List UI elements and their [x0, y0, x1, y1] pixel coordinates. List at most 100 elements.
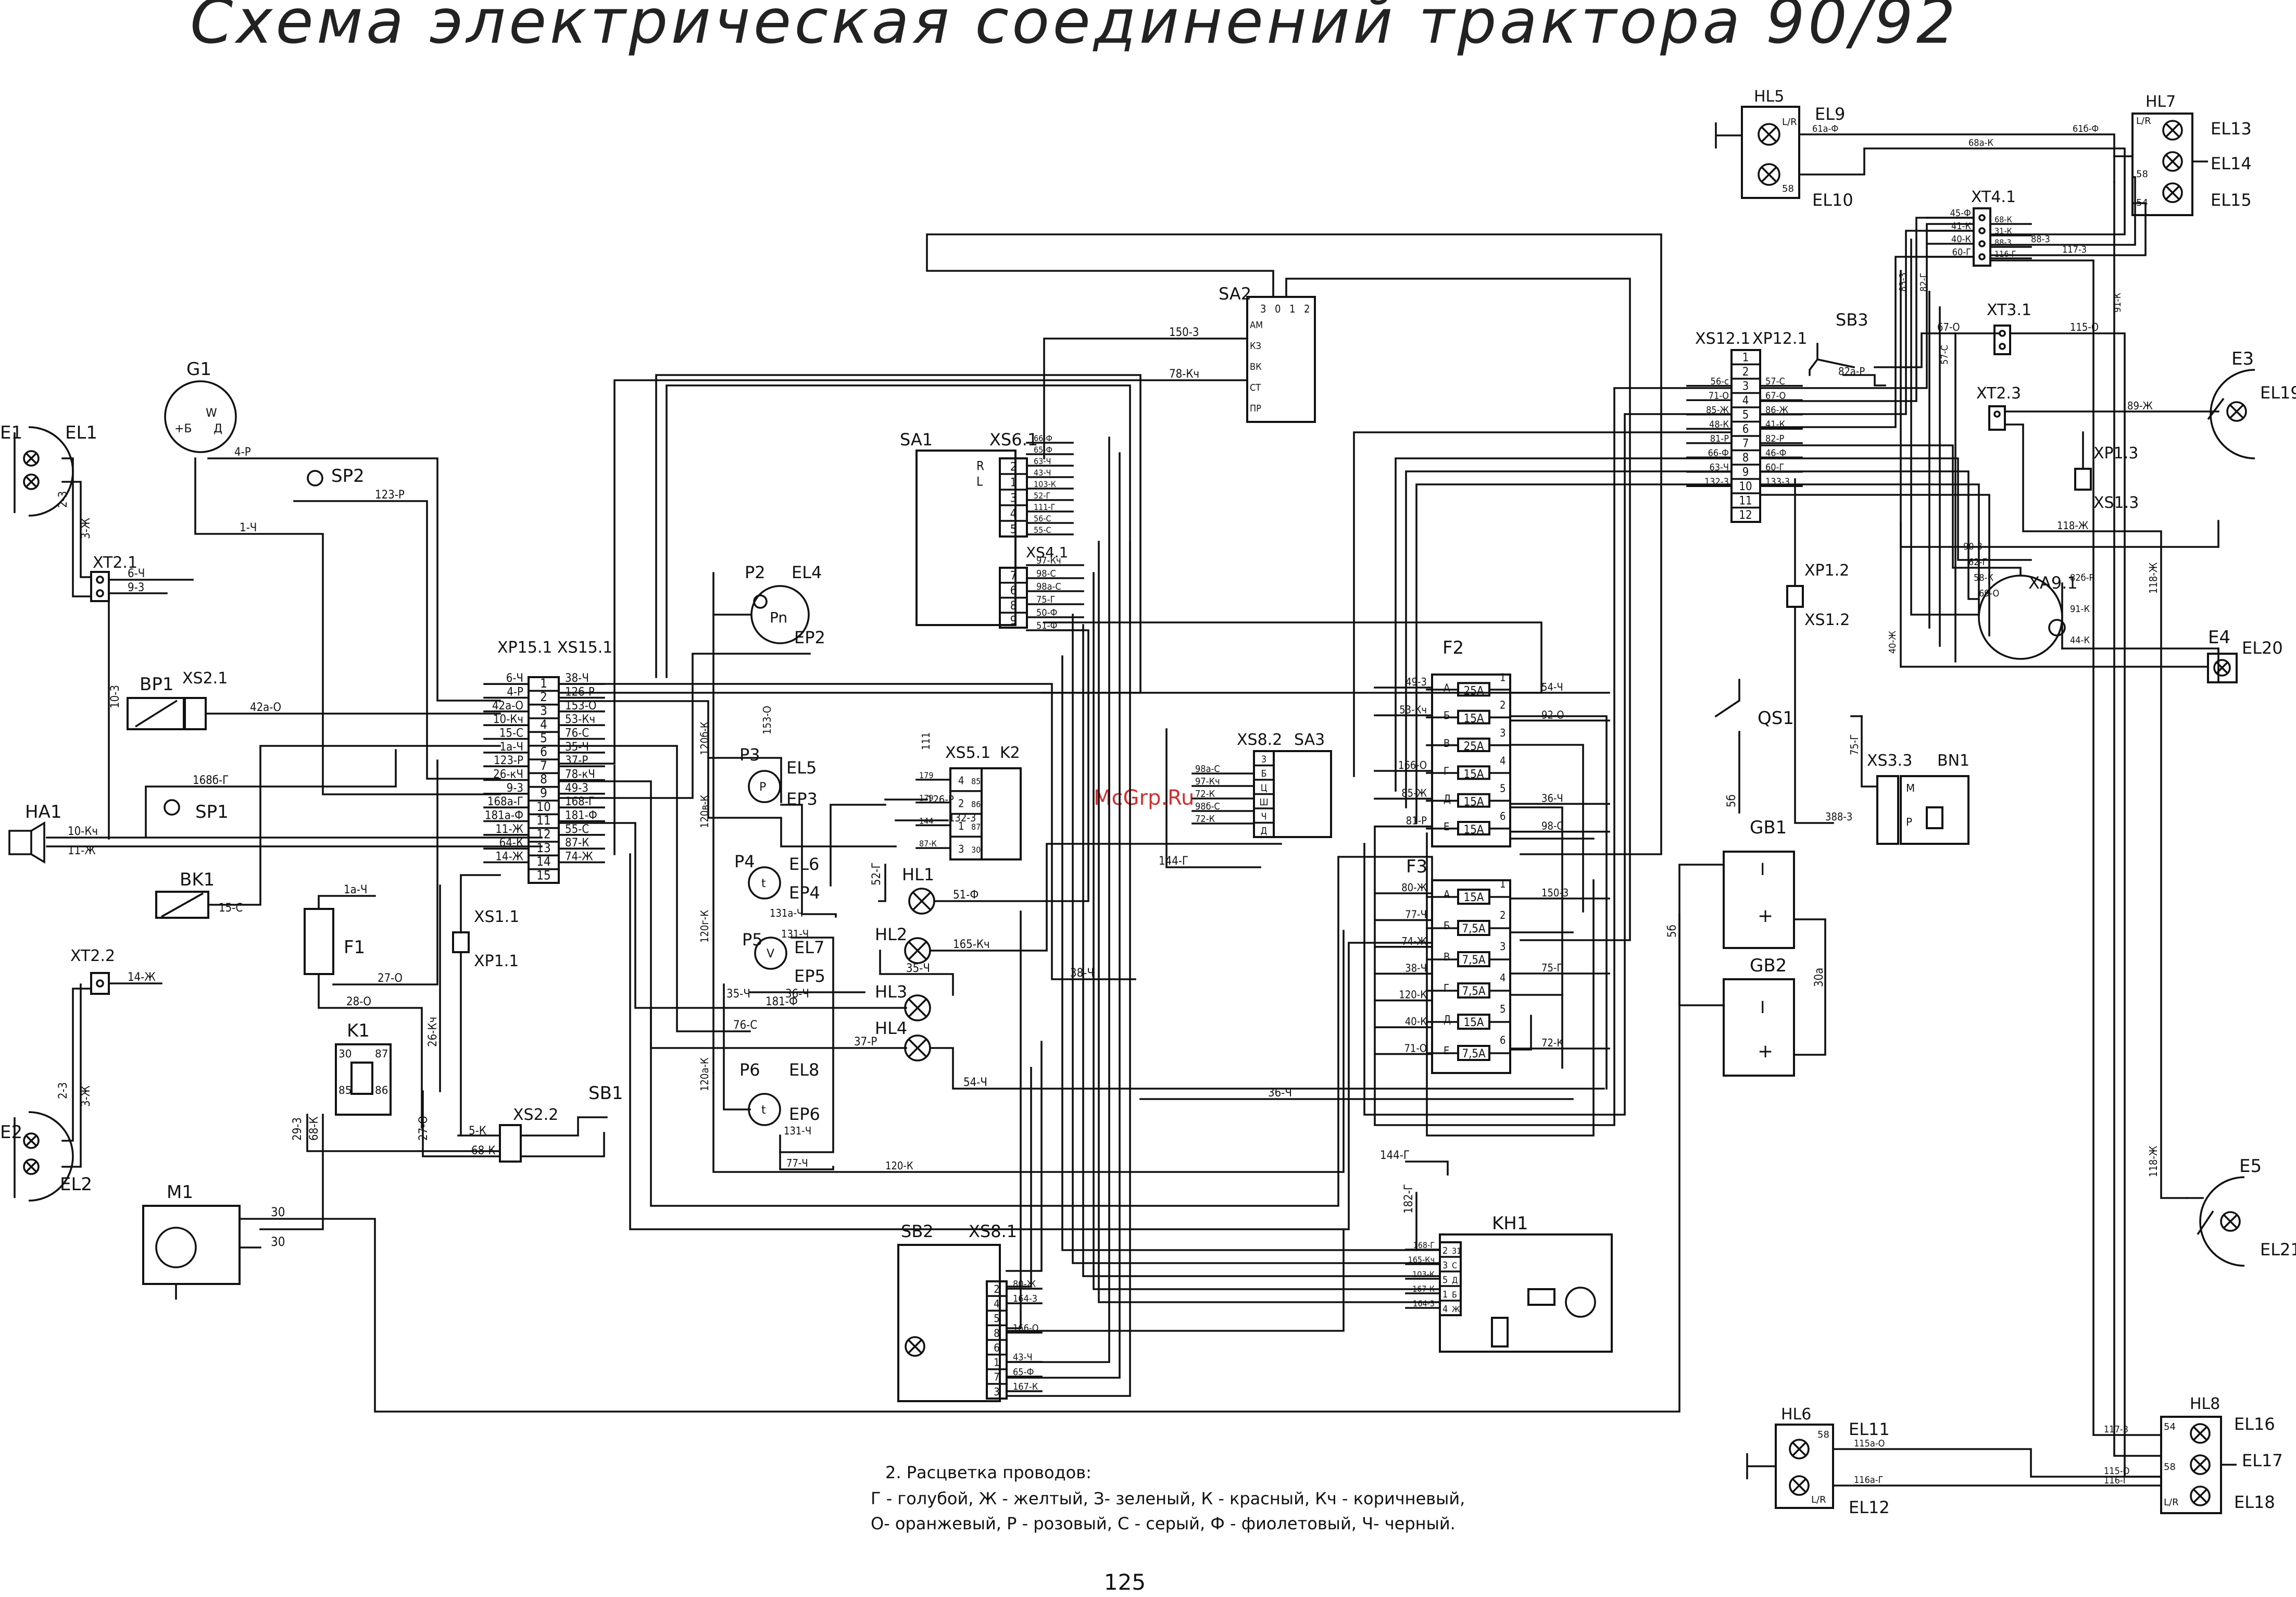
sensor-bn1	[1900, 775, 1969, 845]
xs8-2-left-wire: 72-К	[1195, 789, 1215, 800]
label-xp12-1: XP12.1	[1752, 330, 1807, 348]
xs5-code: 86	[971, 799, 981, 809]
wire-61b-f: 61б-Ф	[2073, 123, 2099, 134]
xp15-left-wire: 168а-Г	[487, 795, 523, 808]
xs12-right-wire: 46-Ф	[1765, 447, 1786, 458]
label-e1: E1	[0, 422, 22, 443]
label-hl8: HL8	[2190, 1395, 2220, 1413]
xs12-pin: 11	[1739, 494, 1752, 507]
label-xs2-2: XS2.2	[513, 1106, 558, 1124]
wire-35-ch: 35-Ч	[906, 962, 930, 975]
hl8-pin-lr: L/R	[2164, 1497, 2179, 1508]
wire-120-k: 120-К	[885, 1159, 913, 1172]
xs4-right-wire: 75-Г	[1036, 594, 1055, 605]
wire-30a: 30а	[1813, 968, 1826, 987]
f2-left-wire: 166-О	[1398, 759, 1427, 771]
page-number: 125	[1104, 1569, 1146, 1595]
xs12-pin: 2	[1742, 366, 1749, 379]
label-xt2-2: XT2.2	[70, 947, 115, 965]
label-qs1: QS1	[1758, 708, 1794, 729]
xs12-left-wire: 71-О	[1709, 390, 1729, 401]
wire-11-zh: 11-Ж	[68, 844, 96, 857]
label-xp1-1: XP1.1	[474, 952, 519, 970]
xp15-pin: 9	[540, 785, 547, 800]
terminal-xt3-1	[1993, 325, 2011, 355]
label-el10: EL10	[1812, 190, 1853, 210]
label-kh1: KH1	[1492, 1213, 1528, 1234]
label-hl7: HL7	[2146, 93, 2176, 111]
f3-letter: Д	[1444, 1013, 1451, 1026]
hl7-pin-58: 58	[2136, 169, 2148, 180]
xp15-left-wire: 1а-Ч	[500, 741, 523, 754]
switch-sb2	[897, 1244, 1001, 1402]
wire-5b-a: 5б	[1725, 794, 1738, 807]
hl6-pin-58: 58	[1817, 1429, 1829, 1440]
xp15-right-wire: 87-К	[565, 837, 589, 850]
sa2-contact: ПР	[1250, 403, 1261, 414]
sa2-position: 1	[1289, 303, 1295, 315]
xs6-right-wire: 56-С	[1034, 514, 1051, 523]
label-ep5: EP5	[794, 966, 825, 986]
xt4-left-wire: 40-К	[1951, 234, 1971, 245]
k1-pin-87: 87	[375, 1047, 388, 1060]
relay-f1	[304, 908, 334, 975]
wire-120g-k: 120г-К	[698, 910, 711, 943]
xs4-pin: 7	[1010, 569, 1017, 582]
label-el8: EL8	[789, 1060, 819, 1080]
unit-kh1	[1439, 1233, 1613, 1353]
f2-rating: 15А	[1464, 824, 1484, 837]
wire-118-zh-c: 118-Ж	[2147, 1145, 2160, 1177]
wire-36-ch-c: 36-Ч	[1268, 1087, 1292, 1100]
f2-letter: В	[1444, 737, 1450, 750]
wire-131-ch-b: 131-Ч	[784, 1125, 811, 1137]
label-xs6-1: XS6.1	[989, 430, 1038, 450]
xp15-left-wire: 42а-О	[492, 700, 523, 713]
wire-82a-r: 82а-Р	[1838, 365, 1865, 378]
xs4-pin: 6	[1010, 584, 1017, 597]
fuse-block-f2	[1431, 673, 1511, 847]
sa2-position: 0	[1275, 303, 1281, 315]
f3-left-wire: 120-К	[1399, 989, 1427, 1001]
label-xs12-1: XS12.1	[1695, 330, 1750, 348]
f2-right-wire: 36-Ч	[1541, 792, 1563, 804]
xs6-right-wire: 52-Г	[1034, 491, 1050, 501]
wire-40-zh: 40-Ж	[1887, 631, 1898, 654]
kh1-number: 3	[1442, 1260, 1448, 1271]
xs4-pin: 9	[1010, 615, 1017, 628]
f2-right-wire: 98-С	[1541, 820, 1563, 832]
headlamp-e2: E2 EL2	[0, 1111, 92, 1202]
wire-38-ch: 38-Ч	[1070, 967, 1094, 980]
label-el14: EL14	[2211, 154, 2252, 173]
kh1-left-wire: 103-К	[1412, 1269, 1435, 1279]
sensor-sp1	[164, 799, 180, 816]
wire-10-3: 10-3	[109, 685, 122, 708]
fuse-block-f3	[1431, 879, 1511, 1074]
xs8-2-pin: Ц	[1261, 782, 1268, 793]
wire-76-s: 76-С	[733, 1019, 757, 1032]
label-k2: K2	[1000, 744, 1020, 762]
label-ep6: EP6	[789, 1104, 820, 1124]
label-xp15-1: XP15.1 XS15.1	[497, 639, 612, 657]
gb2-minus: I	[1760, 997, 1765, 1017]
wire-42a-o: 42а-О	[250, 701, 281, 714]
terminal-xt2-3	[1988, 405, 2006, 431]
f2-number: 5	[1500, 782, 1505, 795]
terminal-xt2-1	[90, 571, 110, 602]
label-sb2: SB2	[901, 1221, 934, 1241]
battery-gb1	[1723, 851, 1795, 949]
xs12-left-wire: 132-3	[1704, 476, 1729, 487]
label-el17: EL17	[2242, 1451, 2283, 1470]
relay-k2	[981, 767, 1022, 860]
label-hl4: HL4	[875, 1018, 907, 1038]
f3-letter: Б	[1444, 919, 1450, 932]
xp15-pin: 3	[540, 703, 547, 718]
wire-78-kch: 78-Кч	[1169, 368, 1199, 381]
wire-3-zh-b: 3-Ж	[80, 1086, 93, 1107]
xs8-1-right-wire: 65-Ф	[1013, 1367, 1034, 1378]
g1-pin-d: Д	[214, 422, 222, 435]
xa9-left-wire: 58-К	[1974, 572, 1993, 583]
starter-m1	[142, 1205, 241, 1285]
